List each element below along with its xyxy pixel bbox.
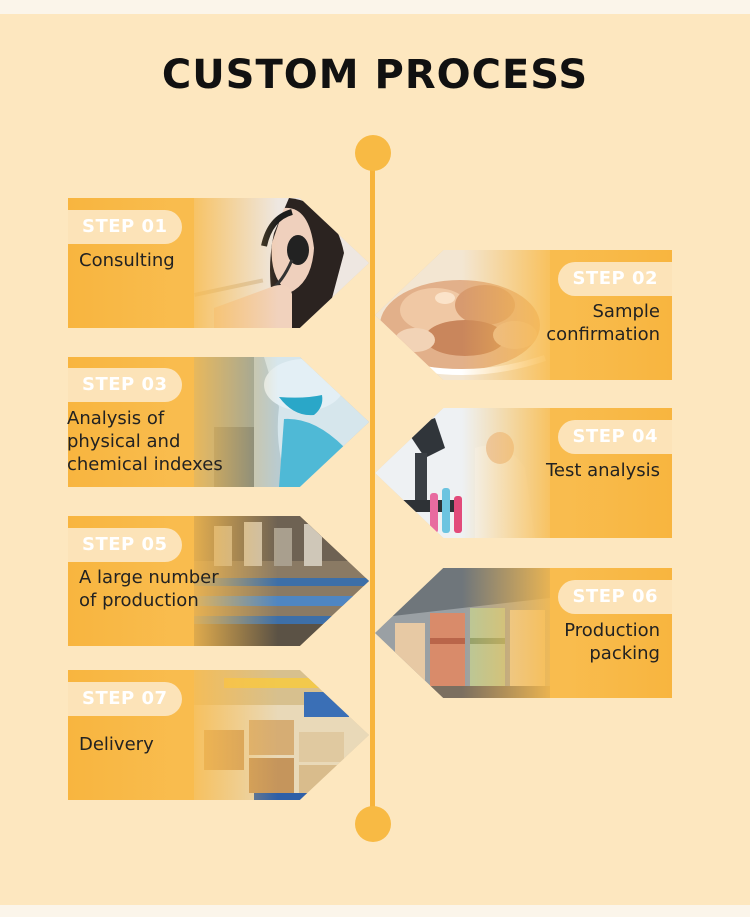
step-05-label-line: A large number	[79, 567, 219, 588]
step-02-label: Sample confirmation	[546, 300, 660, 346]
step-06-label-line: Production	[564, 620, 660, 641]
step-06-label-line: packing	[589, 643, 660, 664]
timeline-end-dot	[355, 806, 391, 842]
step-01-badge: STEP 01	[68, 210, 182, 244]
step-04-fade	[462, 408, 562, 538]
step-05-fade	[178, 516, 278, 646]
step-04-label-line: Test analysis	[545, 460, 660, 481]
step-07-label: Delivery	[79, 733, 154, 756]
step-02-fade	[462, 250, 562, 380]
step-03-label: Analysis of physical and chemical indexe…	[67, 407, 223, 476]
top-strip	[0, 0, 750, 14]
step-03-label-line: chemical indexes	[67, 454, 223, 475]
step-01-label-line: Consulting	[79, 250, 175, 271]
step-02-label-line: Sample	[592, 301, 661, 322]
step-03-badge: STEP 03	[68, 368, 182, 402]
step-05-badge: STEP 05	[68, 528, 182, 562]
step-06-badge: STEP 06	[558, 580, 672, 614]
step-02-label-line: confirmation	[546, 324, 660, 345]
step-03-label-line: physical and	[67, 431, 181, 452]
step-03-label-line: Analysis of	[67, 408, 165, 429]
step-01-label: Consulting	[79, 249, 175, 272]
timeline-line	[370, 152, 375, 824]
step-04-label: Test analysis	[546, 459, 660, 482]
step-07-badge: STEP 07	[68, 682, 182, 716]
step-07-fade	[178, 670, 278, 800]
step-07-label-line: Delivery	[79, 734, 154, 755]
step-02-badge: STEP 02	[558, 262, 672, 296]
step-03-fade	[178, 357, 278, 487]
bottom-strip	[0, 905, 750, 917]
step-01-fade	[178, 198, 278, 328]
step-06-fade	[462, 568, 562, 698]
step-05-label: A large number of production	[79, 566, 219, 612]
step-06-label: Production packing	[564, 619, 660, 665]
timeline-start-dot	[355, 135, 391, 171]
step-04-badge: STEP 04	[558, 420, 672, 454]
page-title: CUSTOM PROCESS	[161, 52, 589, 98]
step-05-label-line: of production	[79, 590, 199, 611]
